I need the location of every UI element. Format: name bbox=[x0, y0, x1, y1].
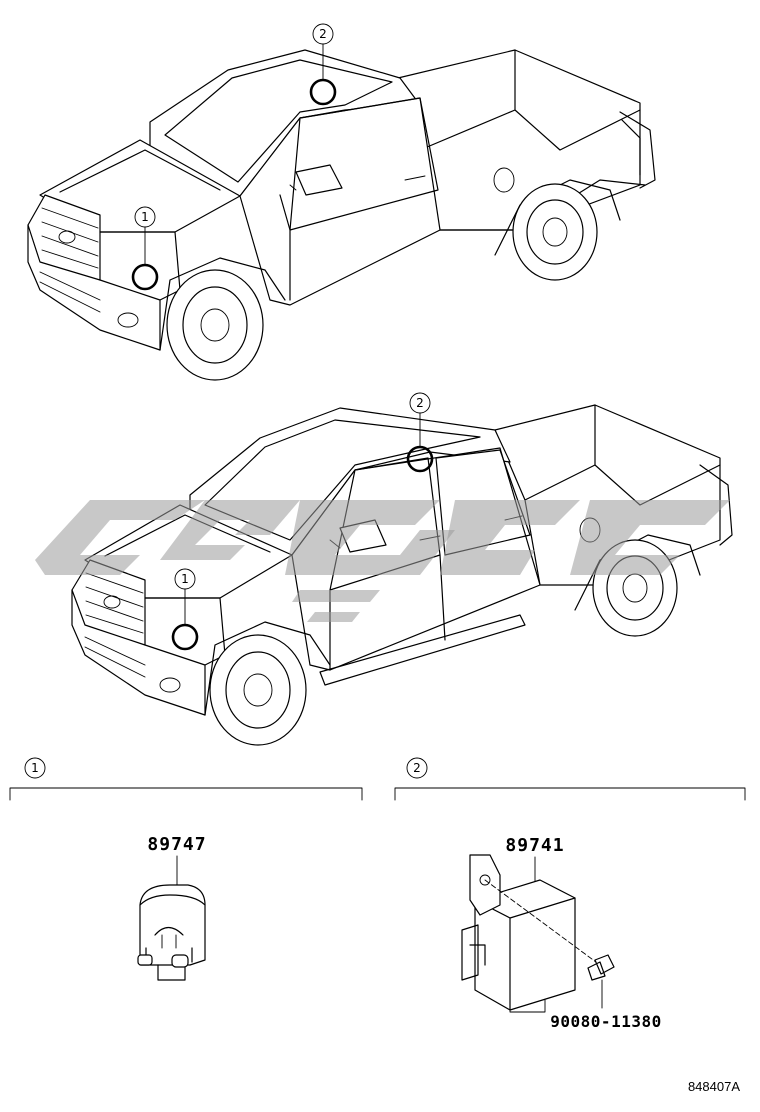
section-1-number: 1 bbox=[31, 761, 39, 775]
section-2-number: 2 bbox=[413, 761, 421, 775]
callout-2-number: 2 bbox=[319, 27, 327, 41]
part-number-89741: 89741 bbox=[505, 835, 564, 856]
section-2: 2 89741 90080-11380 bbox=[394, 757, 746, 1031]
callout-1-truck1: 1 bbox=[134, 206, 156, 266]
callout-1-number: 1 bbox=[181, 572, 189, 586]
sensor-part-icon bbox=[137, 884, 206, 981]
control-module-icon bbox=[461, 854, 601, 1013]
callout-2-truck1: 2 bbox=[312, 23, 334, 81]
callout-1-number: 1 bbox=[141, 210, 149, 224]
part-number-89747: 89747 bbox=[147, 834, 206, 855]
location-mark-1-truck2 bbox=[171, 623, 199, 651]
bolt-icon bbox=[587, 954, 615, 1009]
part-number-90080-11380: 90080-11380 bbox=[550, 1012, 661, 1031]
section-2-bracket bbox=[394, 787, 746, 801]
location-mark-1-truck1 bbox=[131, 263, 159, 291]
callout-2-number: 2 bbox=[416, 396, 424, 410]
truck-regular-cab bbox=[27, 49, 656, 381]
figure-reference: 848407A bbox=[688, 1079, 740, 1094]
section-1-bracket bbox=[9, 787, 363, 801]
callout-1-truck2: 1 bbox=[174, 568, 196, 626]
watermark-logo bbox=[35, 500, 730, 622]
section-1: 1 89747 bbox=[9, 757, 363, 981]
callout-2-truck2: 2 bbox=[409, 392, 431, 448]
